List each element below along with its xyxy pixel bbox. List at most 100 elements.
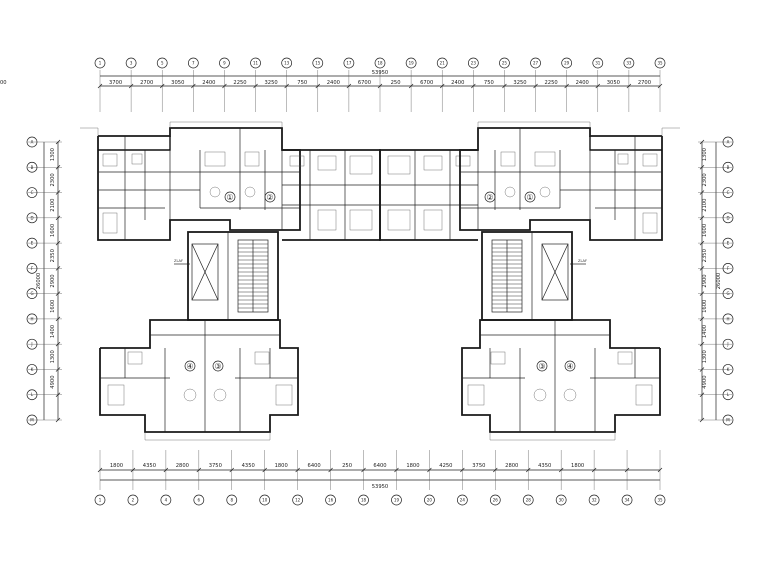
axis-label: A (31, 140, 34, 145)
axis-bubble (722, 414, 734, 426)
right-dim-text: 4900 (702, 375, 708, 388)
dim-tick (591, 467, 597, 473)
dim-tick (191, 83, 196, 89)
bottom-dim-text: 4350 (538, 463, 551, 469)
axis-label: B (31, 165, 34, 170)
left-dim-text: 1600 (50, 300, 56, 313)
axis-label: 28 (526, 498, 532, 503)
dim-tick (699, 316, 705, 322)
right-dim-text: 2900 (702, 274, 708, 287)
dim-tick (657, 83, 663, 89)
top-dim-text: 2400 (576, 80, 589, 86)
bottom-dim-text: 4350 (143, 463, 156, 469)
axis-label: 35 (657, 498, 663, 503)
dim-tick (657, 467, 663, 473)
axis-bubble (722, 338, 734, 350)
axis-bubble (489, 494, 501, 506)
axis-bubble (722, 136, 734, 148)
axis-label: 1 (99, 498, 102, 503)
dim-tick (295, 467, 300, 473)
axis-bubble (424, 494, 435, 506)
axis-bubble (259, 494, 271, 506)
dim-tick (284, 83, 289, 89)
axis-bubble (26, 364, 38, 375)
axis-label: 12 (295, 498, 301, 503)
right-total-text: 26000 (716, 273, 722, 290)
bottom-dim-text: 1800 (110, 463, 123, 469)
dim-tick (222, 83, 227, 89)
axis-bubble (722, 364, 734, 375)
left-dim-text: 2300 (50, 173, 56, 186)
dim-tick (699, 190, 705, 195)
bottom-dim-text: 4250 (439, 463, 452, 469)
axis-label: 24 (460, 498, 466, 503)
bottom-dim-text: 3750 (472, 463, 485, 469)
axis-label: J (30, 342, 32, 347)
axis-bubble (722, 263, 734, 274)
axis-bubble (358, 494, 369, 506)
dim-tick (55, 341, 61, 347)
axis-label: 16 (328, 498, 334, 503)
unit-label: ④ (186, 362, 193, 371)
dim-tick (699, 417, 705, 423)
dim-tick (163, 467, 169, 473)
bottom-dim-text: 4350 (242, 463, 255, 469)
top-dim-text: 2250 (233, 80, 246, 86)
top-dim-text: 750 (484, 80, 494, 86)
right-dim-text: 2300 (702, 173, 708, 186)
axis-label: 18 (361, 498, 367, 503)
bottom-dim-text: 3750 (209, 463, 222, 469)
axis-bubble (26, 136, 38, 148)
bottom-dim-text: 250 (342, 463, 352, 469)
panel-label: ZLAF (578, 259, 587, 263)
axis-bubble (467, 57, 479, 69)
left-dim-text: 1600 (50, 224, 56, 237)
axis-bubble (127, 494, 139, 506)
dim-tick (315, 83, 321, 89)
axis-label: B (727, 165, 730, 170)
lower-right-wing (461, 319, 661, 441)
dim-tick (377, 83, 383, 89)
axis-label: A (727, 140, 730, 145)
right-stair-core (481, 231, 573, 321)
dim-tick (130, 467, 136, 473)
bottom-dim-text: 6400 (373, 463, 386, 469)
top-dim-text: 250 (391, 80, 401, 86)
dim-tick (55, 367, 61, 372)
axis-label: 30 (559, 498, 565, 503)
axis-bubble (722, 237, 734, 249)
axis-label: 25 (502, 61, 508, 66)
dim-tick (55, 215, 61, 221)
dim-tick (699, 341, 705, 347)
axis-label: M (726, 418, 730, 423)
left-dim-text: 1400 (50, 325, 56, 338)
axis-label: 17 (346, 61, 352, 66)
axis-label: 10 (262, 498, 268, 503)
dim-tick (346, 83, 352, 89)
top-dim-text: 6700 (420, 80, 433, 86)
bottom-total-text: 53950 (372, 484, 389, 490)
axis-bubble (26, 237, 38, 249)
axis-bubble (343, 57, 355, 69)
axis-label: C (31, 190, 34, 195)
axis-bubble (160, 494, 172, 506)
left-dim-text: 2350 (50, 249, 56, 262)
dim-tick (699, 291, 705, 296)
axis-label: C (727, 190, 730, 195)
top-dim-text: 3050 (607, 80, 620, 86)
axis-label: 2 (132, 498, 135, 503)
center-left-block (282, 149, 381, 241)
axis-label: 26 (493, 498, 499, 503)
dim-tick (55, 392, 61, 397)
unit-label: ② (266, 193, 273, 202)
dim-tick (55, 190, 61, 195)
axis-bubble (26, 338, 38, 350)
axis-label: G (726, 291, 729, 296)
top-dim-text: 3250 (513, 80, 526, 86)
axis-label: 27 (533, 61, 539, 66)
dim-tick (196, 467, 202, 473)
axis-label: 8 (230, 498, 233, 503)
axis-bubble (499, 57, 510, 69)
axis-bubble (722, 313, 734, 325)
